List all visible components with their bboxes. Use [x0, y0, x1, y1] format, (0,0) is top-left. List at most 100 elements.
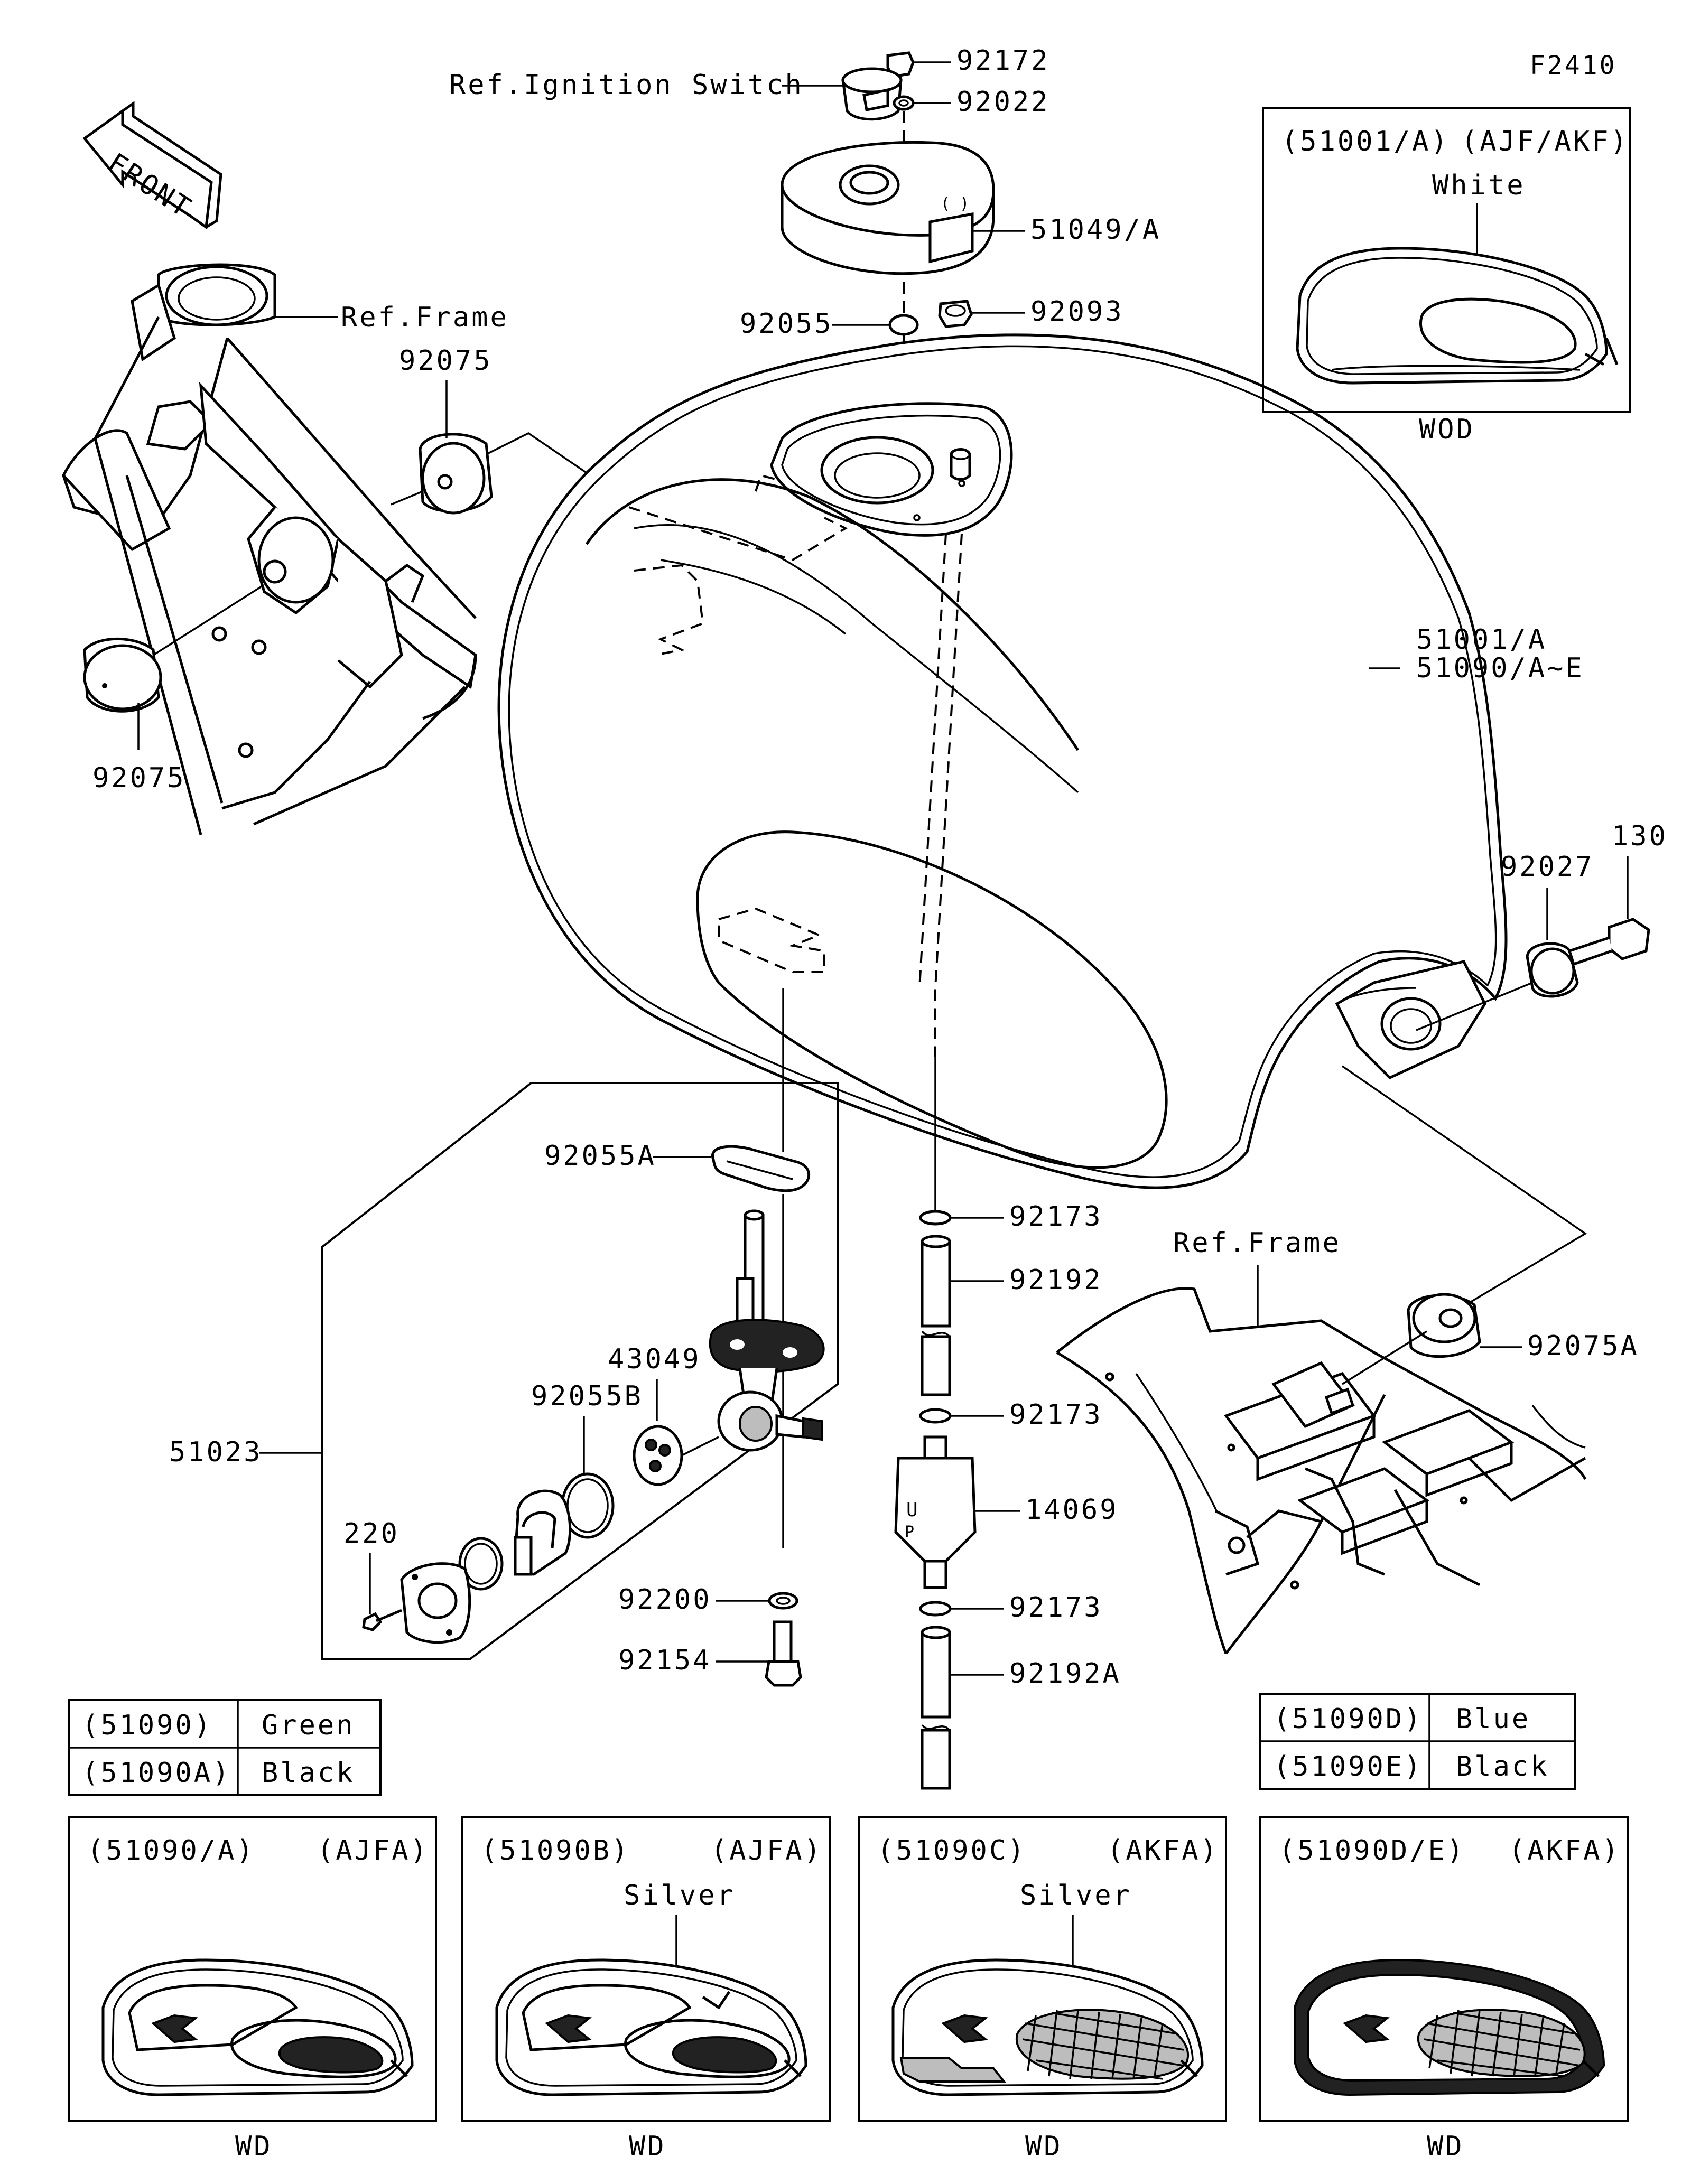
clip-92173-2 [919, 1408, 952, 1424]
part-92055-label: 92055 [740, 308, 833, 340]
washer-92022 [893, 95, 915, 111]
leader-92075-mount [391, 490, 423, 506]
gasket-92055a [711, 1145, 811, 1192]
part-92200-label: 92200 [618, 1584, 712, 1616]
part-51049a-label: 51049/A [1030, 214, 1161, 246]
collar-92027 [1526, 942, 1579, 998]
variant-0-tank [101, 1958, 414, 2096]
fuel-filter-14069: U P [894, 1435, 977, 1589]
variant-3-caption: WD [1427, 2131, 1464, 2162]
front-frame-section [61, 263, 477, 835]
gasket-43049 [633, 1425, 683, 1486]
part-92192a-label: 92192A [1009, 1658, 1121, 1690]
svg-text:P: P [905, 1523, 914, 1542]
variant-2-part: (51090C) [877, 1835, 1026, 1866]
washer-92200 [768, 1592, 798, 1610]
front-label: FRONT [102, 147, 198, 225]
variant-1-tank [495, 1958, 807, 2096]
variant-inset-1: (51090B) (AJFA) Silver WD [461, 1816, 831, 2162]
part-92154-label: 92154 [618, 1645, 712, 1676]
lever-knob [514, 1489, 572, 1576]
leader-bracket-to-damper [1342, 1065, 1587, 1317]
damper-92075-lower-label: 92075 [92, 762, 186, 794]
part-92192-label: 92192 [1009, 1264, 1103, 1296]
part-14069-label: 14069 [1025, 1494, 1119, 1526]
part-92055b-label: 92055B [531, 1380, 643, 1412]
ignition-switch-bolt-92172 [886, 51, 915, 78]
variant-2-callout: Silver [1020, 1880, 1132, 1911]
inset-top-caption: WOD [1419, 414, 1475, 445]
inset-top-part: (51001/A) [1281, 126, 1450, 157]
variant-2-tank [891, 1958, 1204, 2096]
variant-inset-3: (51090D/E) (AKFA) WD [1259, 1816, 1629, 2162]
part-92173-3-label: 92173 [1009, 1592, 1103, 1623]
variant-1-model: (AJFA) [711, 1835, 823, 1866]
inset-top-tank-illustration [1296, 247, 1619, 385]
cover-plate [400, 1562, 471, 1644]
svg-text:( ): ( ) [941, 194, 969, 213]
ref-frame-top-label: Ref.Frame [341, 302, 509, 333]
damper-92075-lower [83, 637, 162, 713]
variant-3-part: (51090D/E) [1279, 1835, 1465, 1866]
oring-small [458, 1537, 504, 1591]
part-92173-2-label: 92173 [1009, 1399, 1103, 1431]
part-92027-label: 92027 [1501, 851, 1594, 883]
fuel-tank-51001 [497, 333, 1508, 1189]
color-left-code-0: (51090) [82, 1710, 212, 1741]
damper-92075-upper [419, 433, 493, 515]
fuel-cock-body [709, 1209, 825, 1452]
damper-92075a [1407, 1293, 1481, 1358]
color-left-name-0: Green [262, 1710, 355, 1741]
screw-220 [362, 1609, 402, 1631]
bolt-130 [1567, 918, 1650, 966]
color-right-code-0: (51090D) [1274, 1703, 1423, 1735]
variant-3-tank [1294, 1958, 1605, 2096]
part-92093-label: 92093 [1030, 296, 1124, 328]
leader-92075-to-tank [486, 432, 587, 474]
hose-92192a [921, 1626, 951, 1790]
part-92055a-label: 92055A [544, 1140, 656, 1172]
part-220-label: 220 [343, 1518, 399, 1550]
leader-92075a-mount [1342, 1330, 1427, 1385]
fuel-cock-assembly-box [321, 1082, 839, 1660]
ignition-switch-body [841, 67, 903, 121]
leader-43049-to-body [681, 1436, 719, 1457]
part-130-label: 130 [1612, 820, 1668, 852]
part-43049-label: 43049 [608, 1343, 701, 1375]
inset-top-callout: White [1432, 170, 1526, 201]
clip-92173-1 [919, 1210, 952, 1226]
variant-2-caption: WD [1025, 2131, 1063, 2162]
color-left-name-1: Black [262, 1757, 355, 1789]
color-left-code-1: (51090A) [82, 1757, 231, 1789]
variant-0-model: (AJFA) [317, 1835, 429, 1866]
part-92172-label: 92172 [956, 45, 1050, 77]
color-right-name-1: Black [1456, 1751, 1549, 1782]
tank-cap-cover-51049: ( ) [781, 141, 995, 275]
leader-collar-to-bracket [1416, 982, 1533, 1031]
figure-id: F2410 [1530, 51, 1617, 80]
rear-frame-section [1056, 1287, 1587, 1655]
variant-0-part: (51090/A) [87, 1835, 255, 1866]
color-table-left: (51090) Green (51090A) Black [68, 1699, 382, 1796]
ref-frame-rear-label: Ref.Frame [1173, 1227, 1341, 1259]
clip-92173-3 [919, 1601, 952, 1617]
variant-inset-0: (51090/A) (AJFA) WD [68, 1816, 437, 2162]
inset-51001a [1262, 107, 1631, 413]
color-right-code-1: (51090E) [1274, 1751, 1423, 1782]
part-51023-label: 51023 [169, 1436, 263, 1468]
variant-1-part: (51090B) [481, 1835, 630, 1866]
svg-text:U: U [906, 1499, 918, 1521]
part-51090a-e-label: 51090/A~E [1416, 652, 1584, 684]
variant-1-callout: Silver [624, 1880, 736, 1911]
axis-fuel-line [934, 533, 963, 1057]
hose-92192 [921, 1235, 951, 1396]
part-92022-label: 92022 [956, 86, 1050, 118]
ref-ignition-switch-label: Ref.Ignition Switch [449, 69, 804, 101]
variant-1-caption: WD [629, 2131, 666, 2162]
bolt-92154 [765, 1620, 802, 1687]
grommet-92093 [938, 300, 973, 328]
variant-3-model: (AKFA) [1509, 1835, 1621, 1866]
inset-top-model: (AJF/AKF) [1461, 126, 1629, 157]
leader-92075-lower-mount [153, 585, 262, 656]
variant-inset-2: (51090C) (AKFA) Silver WD [858, 1816, 1227, 2162]
